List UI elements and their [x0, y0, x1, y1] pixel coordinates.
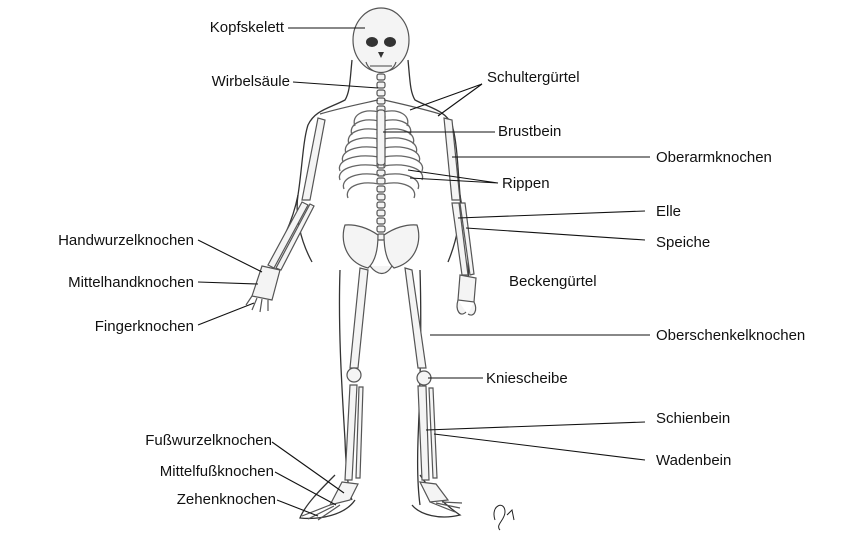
vertebra [377, 194, 385, 200]
label-elle: Elle [656, 203, 681, 221]
skull [353, 8, 409, 73]
label-oberarmknochen: Oberarmknochen [656, 149, 772, 167]
label-handwurzelknochen: Handwurzelknochen [58, 232, 194, 250]
vertebra [377, 178, 385, 184]
rib [348, 129, 379, 144]
leader-fusswurzelknochen [272, 442, 344, 493]
label-mittelfussknochen: Mittelfußknochen [160, 463, 274, 481]
vertebra [377, 98, 385, 104]
leader-zehenknochen [277, 500, 318, 516]
label-wadenbein: Wadenbein [656, 452, 731, 470]
label-mittelhandknochen: Mittelhandknochen [68, 274, 194, 292]
vertebra [377, 82, 385, 88]
leader-speiche [466, 228, 645, 240]
rib [383, 183, 415, 198]
rib [383, 120, 411, 135]
feet [302, 482, 462, 520]
label-beckengurtel: Beckengürtel [509, 273, 597, 291]
label-kopfskelett: Kopfskelett [210, 19, 284, 37]
rib [345, 138, 379, 153]
leader-schienbein [426, 422, 645, 430]
sternum [377, 110, 385, 165]
leader-fingerknochen [198, 303, 254, 325]
rib [342, 147, 379, 162]
leader-wirbelsaeule [293, 82, 378, 88]
label-speiche: Speiche [656, 234, 710, 252]
vertebra [377, 226, 385, 232]
label-wirbelsaeule: Wirbelsäule [212, 73, 290, 91]
rib [383, 147, 420, 162]
rib [383, 111, 408, 126]
vertebra [377, 210, 385, 216]
label-rippen: Rippen [502, 175, 550, 193]
legs [345, 268, 437, 480]
rib [383, 174, 419, 189]
label-oberschenkelknochen: Oberschenkelknochen [656, 327, 805, 345]
leader-mittelhandknochen [198, 282, 258, 284]
label-fingerknochen: Fingerknochen [95, 318, 194, 336]
rib [354, 111, 379, 126]
artist-signature [494, 505, 514, 530]
rib [383, 165, 423, 180]
rib [383, 129, 414, 144]
vertebra [377, 202, 385, 208]
leader-wadenbein [434, 434, 645, 460]
label-schienbein: Schienbein [656, 410, 730, 428]
leader-handwurzelknochen [198, 240, 262, 272]
rib [343, 174, 379, 189]
vertebra [377, 90, 385, 96]
label-schultergurtel: Schultergürtel [487, 69, 580, 87]
rib [339, 165, 379, 180]
label-fusswurzelknochen: Fußwurzelknochen [145, 432, 272, 450]
rib [351, 120, 379, 135]
leader-mittelfussknochen [275, 472, 336, 505]
rib [347, 183, 379, 198]
label-zehenknochen: Zehenknochen [177, 491, 276, 509]
vertebra [377, 186, 385, 192]
leader-elle [458, 211, 645, 218]
label-brustbein: Brustbein [498, 123, 561, 141]
label-kniescheibe: Kniescheibe [486, 370, 568, 388]
vertebra [377, 218, 385, 224]
rib [383, 138, 417, 153]
vertebra [377, 74, 385, 80]
leader-schultergurtel [410, 84, 482, 116]
